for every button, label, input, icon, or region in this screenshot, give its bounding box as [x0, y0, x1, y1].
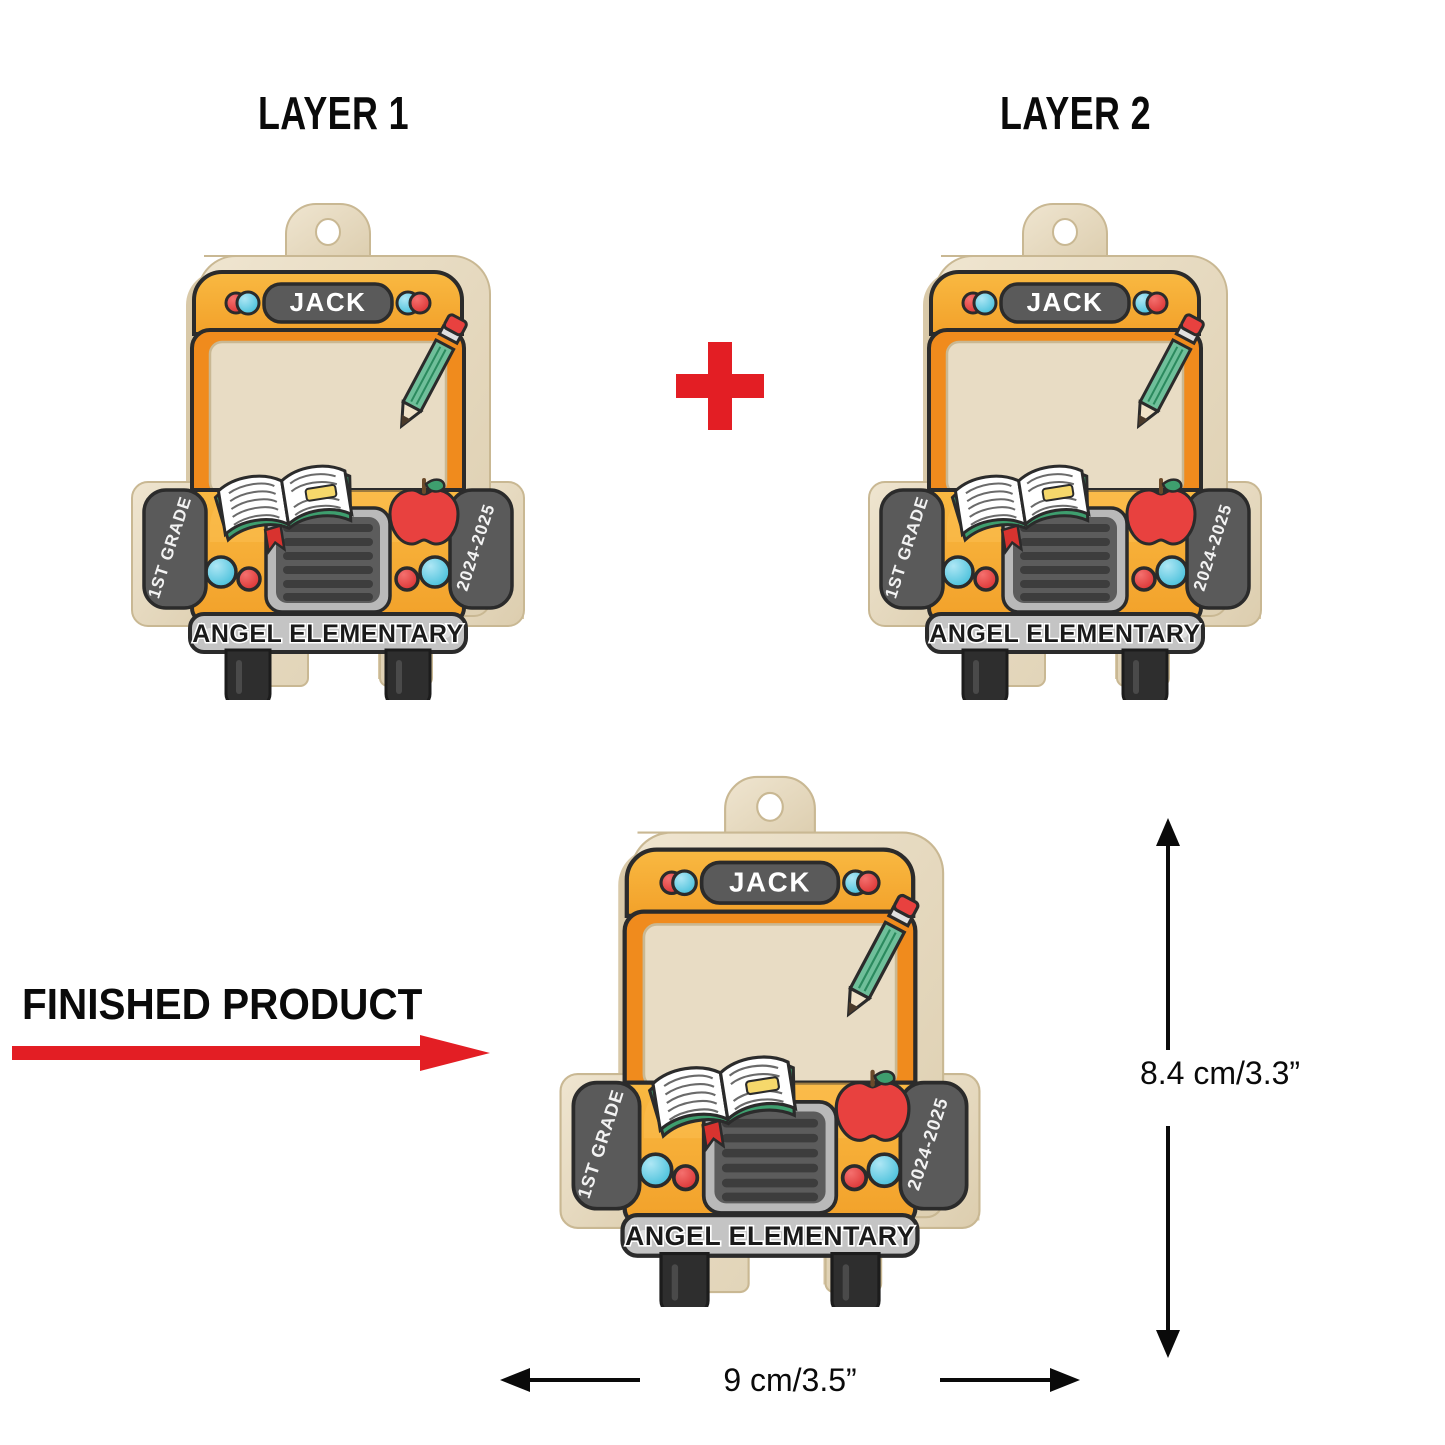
layer-2-ornament: JACK 1ST GRADE 2024-2025 ANGEL ELEMENTAR…: [855, 190, 1275, 700]
bumper-text: ANGEL ELEMENTARY: [929, 620, 1200, 648]
name-plate-text: JACK: [1027, 287, 1104, 317]
width-dimension-label: 9 cm/3.5”: [640, 1362, 940, 1399]
name-plate-text: JACK: [290, 287, 367, 317]
layer-1-ornament: JACK 1ST GRADE 2024-2025 ANGEL ELEMENTAR…: [118, 190, 538, 700]
finished-product-arrow-icon: [12, 1032, 492, 1074]
finished-product-ornament: JACK 1ST GRADE 2024-2025 ANGEL ELEMENTAR…: [545, 762, 995, 1307]
layer-2-heading: LAYER 2: [1000, 87, 1151, 139]
layer-1-heading: LAYER 1: [258, 87, 409, 139]
plus-operator-icon: [672, 338, 768, 434]
height-dimension-arrow: [1140, 818, 1196, 1358]
finished-product-label: FINISHED PRODUCT: [22, 980, 423, 1029]
height-dimension-label: 8.4 cm/3.3”: [1139, 1055, 1301, 1091]
bumper-text: ANGEL ELEMENTARY: [192, 620, 463, 648]
name-plate-text: JACK: [729, 866, 811, 897]
bumper-text: ANGEL ELEMENTARY: [625, 1221, 915, 1251]
